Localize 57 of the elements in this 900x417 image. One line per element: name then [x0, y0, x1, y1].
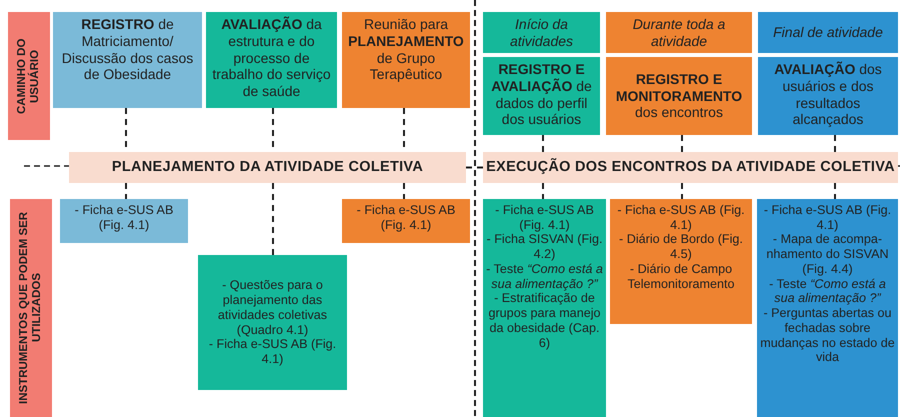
instrument-box	[483, 199, 606, 417]
box-text: Reunião para PLANEJAMENTO de Grupo Terapêutico	[347, 16, 465, 84]
box-text: - Ficha e-SUS AB (Fig. 4.1)	[356, 203, 456, 232]
dashed-connector	[125, 183, 127, 199]
row-header	[8, 12, 50, 140]
stage-box	[206, 12, 337, 108]
box-text: AVALIAÇÃO dos usuários e dos resultados alcançados	[773, 61, 883, 128]
stage-box	[483, 57, 600, 135]
box-text: EXECUÇÃO DOS ENCONTROS DA ATIVIDADE COLETIVA	[486, 158, 895, 176]
box-text: - Questões para o planejamento das atividades coletivas (Quadro 4.1)	[216, 278, 328, 338]
box-text: REGISTRO de Matriciamento/ Discussão dos casos de Obesidade	[60, 16, 194, 84]
box-text: - Ficha e-SUS AB (Fig. 4.1)	[208, 337, 338, 367]
stage-box	[758, 57, 898, 135]
box-text: INSTRUMENTOS QUE PODEM SER UTILIZADOS	[18, 210, 44, 406]
phase-band	[69, 152, 466, 183]
box-text: - Perguntas abertas ou fechadas sobre mudanças no estado de vida	[760, 306, 895, 366]
instrument-box	[198, 255, 347, 390]
box-text: CAMINHO DO USUÁRIO	[16, 37, 42, 116]
stage-box	[53, 12, 202, 108]
box-text: AVALIAÇÃO da estrutura e do processo de trabalho do serviço de saúde	[211, 16, 332, 100]
box-text: - Ficha e-SUS AB (Fig. 4.1)	[494, 203, 595, 232]
dashed-connector	[466, 166, 483, 168]
box-text: REGISTRO E AVALIAÇÃO de dados do perfil dos usuários	[490, 61, 593, 128]
instrument-box	[610, 199, 752, 324]
box-text: - Mapa de acompa- nhamento do SISVAN (Fig. 4.4)	[765, 232, 890, 277]
box-text: - Teste “Como está a sua alimentação ?”	[768, 276, 887, 306]
box-text: - Diário de Bordo (Fig. 4.5)	[618, 232, 744, 262]
dashed-connector	[542, 135, 544, 152]
box-text: - Ficha e-SUS AB (Fig. 4.1)	[762, 203, 892, 232]
dashed-connector	[681, 135, 683, 152]
dashed-connector	[542, 183, 544, 199]
box-text: - Estratificação de grupos para manejo da obesidade (Cap. 6)	[487, 291, 602, 350]
dashed-connector	[681, 183, 683, 199]
box-text: Final de atividade	[773, 24, 883, 41]
dashed-connector	[403, 183, 405, 199]
dashed-connector	[834, 135, 836, 152]
box-text: REGISTRO E MONITORAMENTO dos encontros	[614, 70, 744, 122]
stage-box	[606, 57, 752, 135]
instrument-box	[342, 199, 470, 243]
instrument-box	[60, 199, 188, 243]
phase-header	[483, 12, 600, 53]
phase-header	[758, 12, 898, 53]
box-text: - Ficha SISVAN (Fig. 4.2)	[486, 232, 603, 262]
box-text: Início da atividades	[508, 16, 574, 50]
phase-header	[606, 12, 752, 53]
dashed-connector	[272, 183, 274, 255]
phase-band	[483, 152, 898, 183]
dashed-connector	[834, 183, 836, 199]
row-header	[10, 199, 52, 417]
box-text: - Ficha e-SUS AB (Fig. 4.1)	[616, 203, 746, 232]
box-text: PLANEJAMENTO DA ATIVIDADE COLETIVA	[112, 158, 424, 176]
instrument-box	[757, 199, 898, 417]
box-text: - Diário de Campo Telemonitoramento	[626, 262, 736, 292]
box-text: - Ficha e-SUS AB (Fig. 4.1)	[74, 203, 174, 232]
box-text: - Teste “Como está a sua alimentação ?”	[486, 262, 603, 292]
stage-box	[342, 12, 470, 108]
box-text: Durante toda a atividade	[632, 16, 726, 50]
